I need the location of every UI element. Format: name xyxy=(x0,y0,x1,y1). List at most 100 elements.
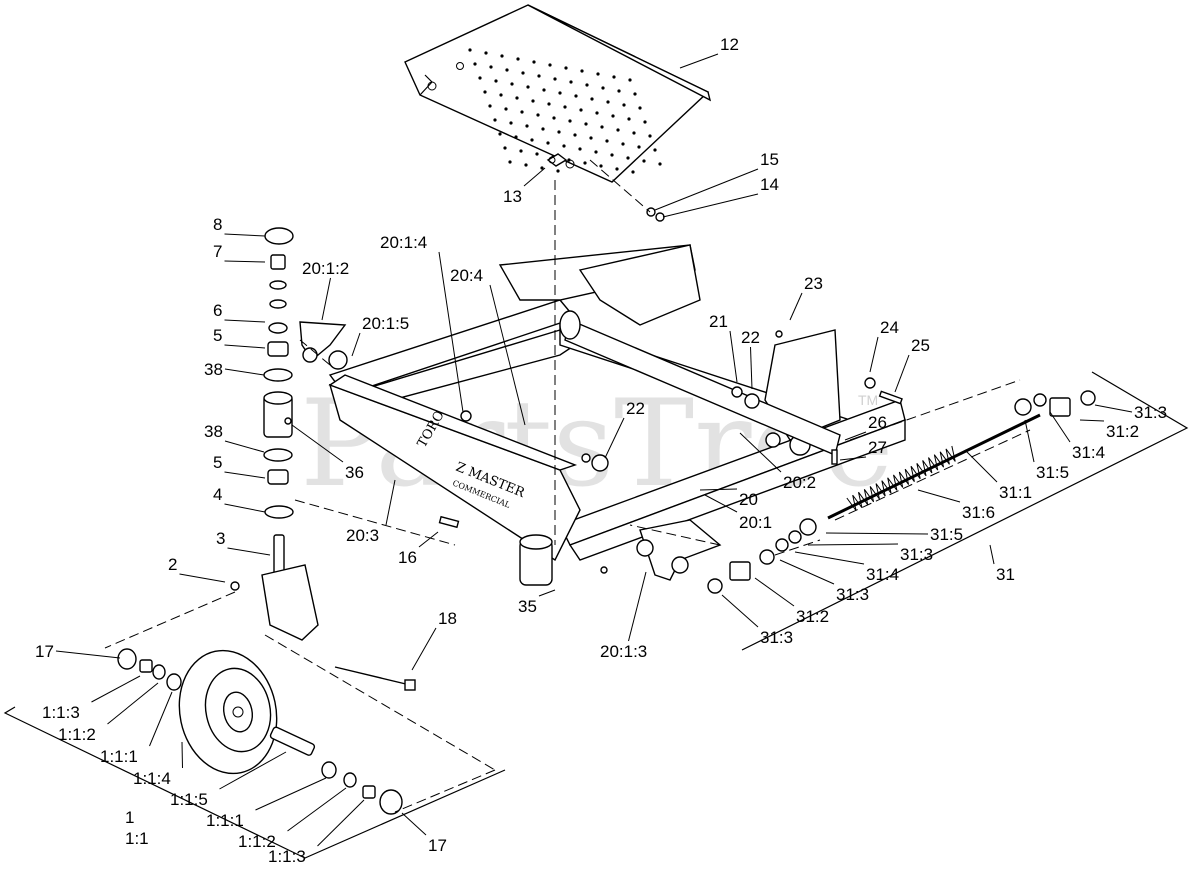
perforation-hole xyxy=(631,170,635,174)
leader-21 xyxy=(729,330,738,383)
leader-20-2 xyxy=(739,432,782,473)
callout-31-5b: 31:5 xyxy=(930,525,963,544)
callout-31-4a: 31:4 xyxy=(1072,443,1105,462)
leader-31-4b xyxy=(794,551,865,565)
leader-8 xyxy=(224,233,266,237)
leader-6 xyxy=(224,319,266,323)
leader-31-2b xyxy=(754,577,795,607)
perforation-hole xyxy=(537,74,541,78)
perforation-hole xyxy=(552,116,556,120)
leader-36 xyxy=(291,424,344,463)
plate-perforations xyxy=(468,48,662,174)
perforation-hole xyxy=(580,69,584,73)
callout-3: 3 xyxy=(216,529,225,548)
leader-31-6 xyxy=(917,489,961,503)
leader-18 xyxy=(411,627,437,671)
callout-31-4b: 31:4 xyxy=(866,565,899,584)
leader-31 xyxy=(989,544,995,565)
leader-25 xyxy=(894,354,910,393)
callout-31-3d: 31:3 xyxy=(760,628,793,647)
callout-31-3c: 31:3 xyxy=(836,585,869,604)
perforation-hole xyxy=(562,144,566,148)
leader-31-3d xyxy=(721,594,759,628)
perforation-hole xyxy=(626,156,630,160)
perforation-hole xyxy=(621,142,625,146)
spring-rod-assembly xyxy=(707,390,1096,594)
leader-20-1 xyxy=(704,494,738,513)
perforation-hole xyxy=(519,149,523,153)
leader-31-2a xyxy=(1079,419,1105,422)
perforation-hole xyxy=(557,130,561,134)
perforation-hole xyxy=(599,164,603,168)
perforation-hole xyxy=(638,106,642,110)
leader-31-3c xyxy=(779,559,835,585)
perforation-hole xyxy=(536,113,540,117)
leader-20-1-2 xyxy=(321,277,331,321)
leader-20-4 xyxy=(489,284,526,426)
callout-1-1-2b: 1:1:2 xyxy=(238,832,276,851)
leader-2 xyxy=(179,573,226,583)
callout-5a: 5 xyxy=(213,326,222,345)
perforation-hole xyxy=(615,167,619,171)
callout-1-1-4: 1:1:4 xyxy=(133,769,171,788)
callout-38b: 38 xyxy=(204,422,223,441)
perforation-hole xyxy=(524,163,528,167)
perforation-hole xyxy=(605,139,609,143)
callout-18: 18 xyxy=(438,609,457,628)
callout-20-1-3: 20:1:3 xyxy=(600,642,647,661)
perforation-hole xyxy=(617,89,621,93)
leader-27 xyxy=(839,456,867,461)
leader-1-1-2a xyxy=(107,682,159,725)
leader-5a xyxy=(224,344,266,349)
perforation-hole xyxy=(622,103,626,107)
leader-5b xyxy=(224,471,266,479)
callout-1-1: 1:1 xyxy=(125,829,149,848)
perforation-hole xyxy=(473,62,477,66)
callout-20-3: 20:3 xyxy=(346,526,379,545)
perforation-hole xyxy=(516,57,520,61)
assembly-guidelines xyxy=(104,159,1031,813)
perforation-hole xyxy=(515,96,519,100)
callout-31-2a: 31:2 xyxy=(1106,422,1139,441)
callout-20-2: 20:2 xyxy=(783,473,816,492)
perforation-hole xyxy=(531,99,535,103)
leader-22a xyxy=(604,417,625,459)
frame-assembly: TORO Z MASTER COMMERCIAL xyxy=(299,244,906,586)
callout-4: 4 xyxy=(213,485,222,504)
leader-1-1-2b xyxy=(287,787,347,832)
callout-20-4: 20:4 xyxy=(450,266,483,285)
callout-20-1-5: 20:1:5 xyxy=(362,314,409,333)
leader-31-1 xyxy=(964,449,998,483)
callout-38a: 38 xyxy=(204,360,223,379)
perforation-hole xyxy=(478,76,482,80)
perforation-hole xyxy=(578,147,582,151)
leader-17a xyxy=(55,650,121,659)
spring-coil xyxy=(846,445,956,511)
perforation-hole xyxy=(564,66,568,70)
callout-6: 6 xyxy=(213,301,222,320)
callout-5b: 5 xyxy=(213,453,222,472)
perforation-hole xyxy=(574,94,578,98)
perforation-hole xyxy=(568,119,572,123)
callout-21: 21 xyxy=(709,312,728,331)
leader-31-5b xyxy=(825,532,929,535)
leader-20 xyxy=(699,488,738,491)
perforation-hole xyxy=(627,117,631,121)
perforation-hole xyxy=(553,77,557,81)
perforation-hole xyxy=(547,102,551,106)
perforation-hole xyxy=(505,68,509,72)
perforation-hole xyxy=(509,121,513,125)
perforation-hole xyxy=(590,97,594,101)
perforation-hole xyxy=(610,153,614,157)
leader-38b xyxy=(224,440,265,453)
leader-lines xyxy=(55,53,1133,847)
perforation-hole xyxy=(596,72,600,76)
leader-13 xyxy=(523,167,546,187)
perforation-hole xyxy=(483,90,487,94)
small-hardware xyxy=(284,207,903,574)
perforation-hole xyxy=(500,54,504,58)
callout-24: 24 xyxy=(880,318,899,337)
leader-31-4a xyxy=(1049,411,1071,443)
callout-31-6: 31:6 xyxy=(962,503,995,522)
watermark-trademark: TM xyxy=(858,392,878,408)
